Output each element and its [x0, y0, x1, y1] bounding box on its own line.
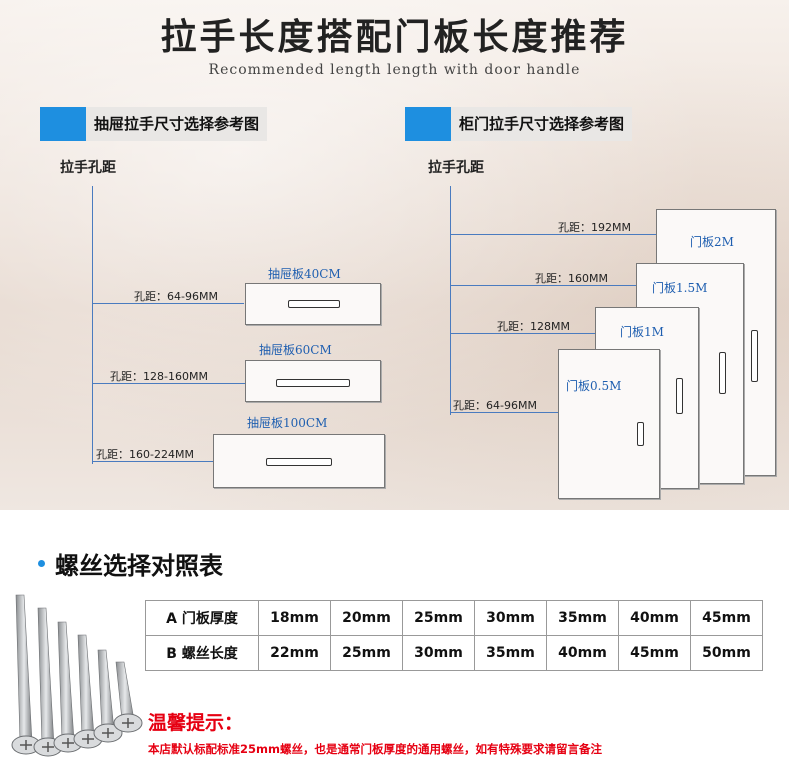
table-cell: 45mm	[690, 600, 763, 636]
door-guide-line	[450, 234, 656, 235]
door-panel-label: 门板0.5M	[566, 379, 622, 393]
drawer-panel-40	[245, 283, 381, 325]
heading-accent-block	[40, 107, 86, 141]
screw-reference-table: A 门板厚度 18mm 20mm 25mm 30mm 35mm 40mm 45m…	[145, 600, 763, 671]
drawer-axis-label: 拉手孔距	[60, 160, 116, 176]
table-cell: 40mm	[618, 600, 691, 636]
door-guide-line	[450, 412, 558, 413]
door-heading-label: 柜门拉手尺寸选择参考图	[451, 107, 633, 141]
tip-text: 本店默认标配标准25mm螺丝，也是通常门板厚度的通用螺丝，如有特殊要求请留言备注	[148, 742, 602, 756]
door-distance-label: 孔距：128MM	[497, 320, 570, 333]
drawer-handle	[276, 379, 350, 387]
table-cell: 40mm	[546, 635, 619, 671]
screws-image	[11, 594, 143, 757]
table-cell: 25mm	[402, 600, 475, 636]
door-guide-line	[450, 285, 636, 286]
door-panel-label: 门板1.5M	[652, 281, 708, 295]
door-guide-line	[450, 333, 595, 334]
door-distance-label: 孔距：192MM	[558, 221, 631, 234]
door-distance-label: 孔距：160MM	[535, 272, 608, 285]
door-axis-line	[450, 186, 451, 415]
door-handle	[676, 378, 683, 414]
door-panel-label: 门板1M	[620, 325, 664, 339]
table-cell: 35mm	[474, 635, 547, 671]
door-distance-label: 孔距：64-96MM	[453, 399, 537, 412]
row-header: A 门板厚度	[145, 600, 259, 636]
drawer-handle	[288, 300, 340, 308]
table-cell: 25mm	[330, 635, 403, 671]
tip-title: 温馨提示：	[148, 712, 244, 734]
drawer-panel-60	[245, 360, 381, 402]
row-header: B 螺丝长度	[145, 635, 259, 671]
door-axis-label: 拉手孔距	[428, 160, 484, 176]
door-handle	[637, 422, 644, 446]
drawer-distance-label: 孔距：64-96MM	[134, 290, 218, 303]
drawer-axis-line	[92, 186, 93, 464]
drawer-guide-line	[92, 383, 247, 384]
bullet-icon	[38, 560, 45, 567]
drawer-heading-label: 抽屉拉手尺寸选择参考图	[86, 107, 268, 141]
screw-section-title-text: 螺丝选择对照表	[55, 552, 223, 580]
table-cell: 18mm	[258, 600, 331, 636]
door-handle	[719, 352, 726, 394]
table-row: A 门板厚度 18mm 20mm 25mm 30mm 35mm 40mm 45m…	[145, 600, 763, 636]
table-cell: 30mm	[402, 635, 475, 671]
drawer-panel-label: 抽屉板100CM	[247, 416, 328, 430]
table-cell: 20mm	[330, 600, 403, 636]
table-cell: 35mm	[546, 600, 619, 636]
page-subtitle: Recommended length length with door hand…	[208, 62, 581, 78]
table-cell: 22mm	[258, 635, 331, 671]
drawer-guide-line	[92, 303, 244, 304]
drawer-guide-line	[92, 461, 213, 462]
table-cell: 30mm	[474, 600, 547, 636]
drawer-panel-100	[213, 434, 385, 488]
door-panel-0-5m	[558, 349, 660, 499]
drawer-distance-label: 孔距：128-160MM	[110, 370, 208, 383]
table-cell: 50mm	[690, 635, 763, 671]
heading-accent-block	[405, 107, 451, 141]
door-section-heading: 柜门拉手尺寸选择参考图	[405, 107, 633, 141]
drawer-panel-label: 抽屉板60CM	[259, 343, 332, 357]
table-cell: 45mm	[618, 635, 691, 671]
door-panel-label: 门板2M	[690, 235, 734, 249]
door-handle	[751, 330, 758, 382]
drawer-handle	[266, 458, 332, 466]
page-title: 拉手长度搭配门板长度推荐	[160, 16, 629, 58]
drawer-distance-label: 孔距：160-224MM	[96, 448, 194, 461]
table-row: B 螺丝长度 22mm 25mm 30mm 35mm 40mm 45mm 50m…	[145, 635, 763, 671]
screw-section-title: 螺丝选择对照表	[38, 546, 223, 581]
drawer-section-heading: 抽屉拉手尺寸选择参考图	[40, 107, 268, 141]
drawer-panel-label: 抽屉板40CM	[268, 267, 341, 281]
